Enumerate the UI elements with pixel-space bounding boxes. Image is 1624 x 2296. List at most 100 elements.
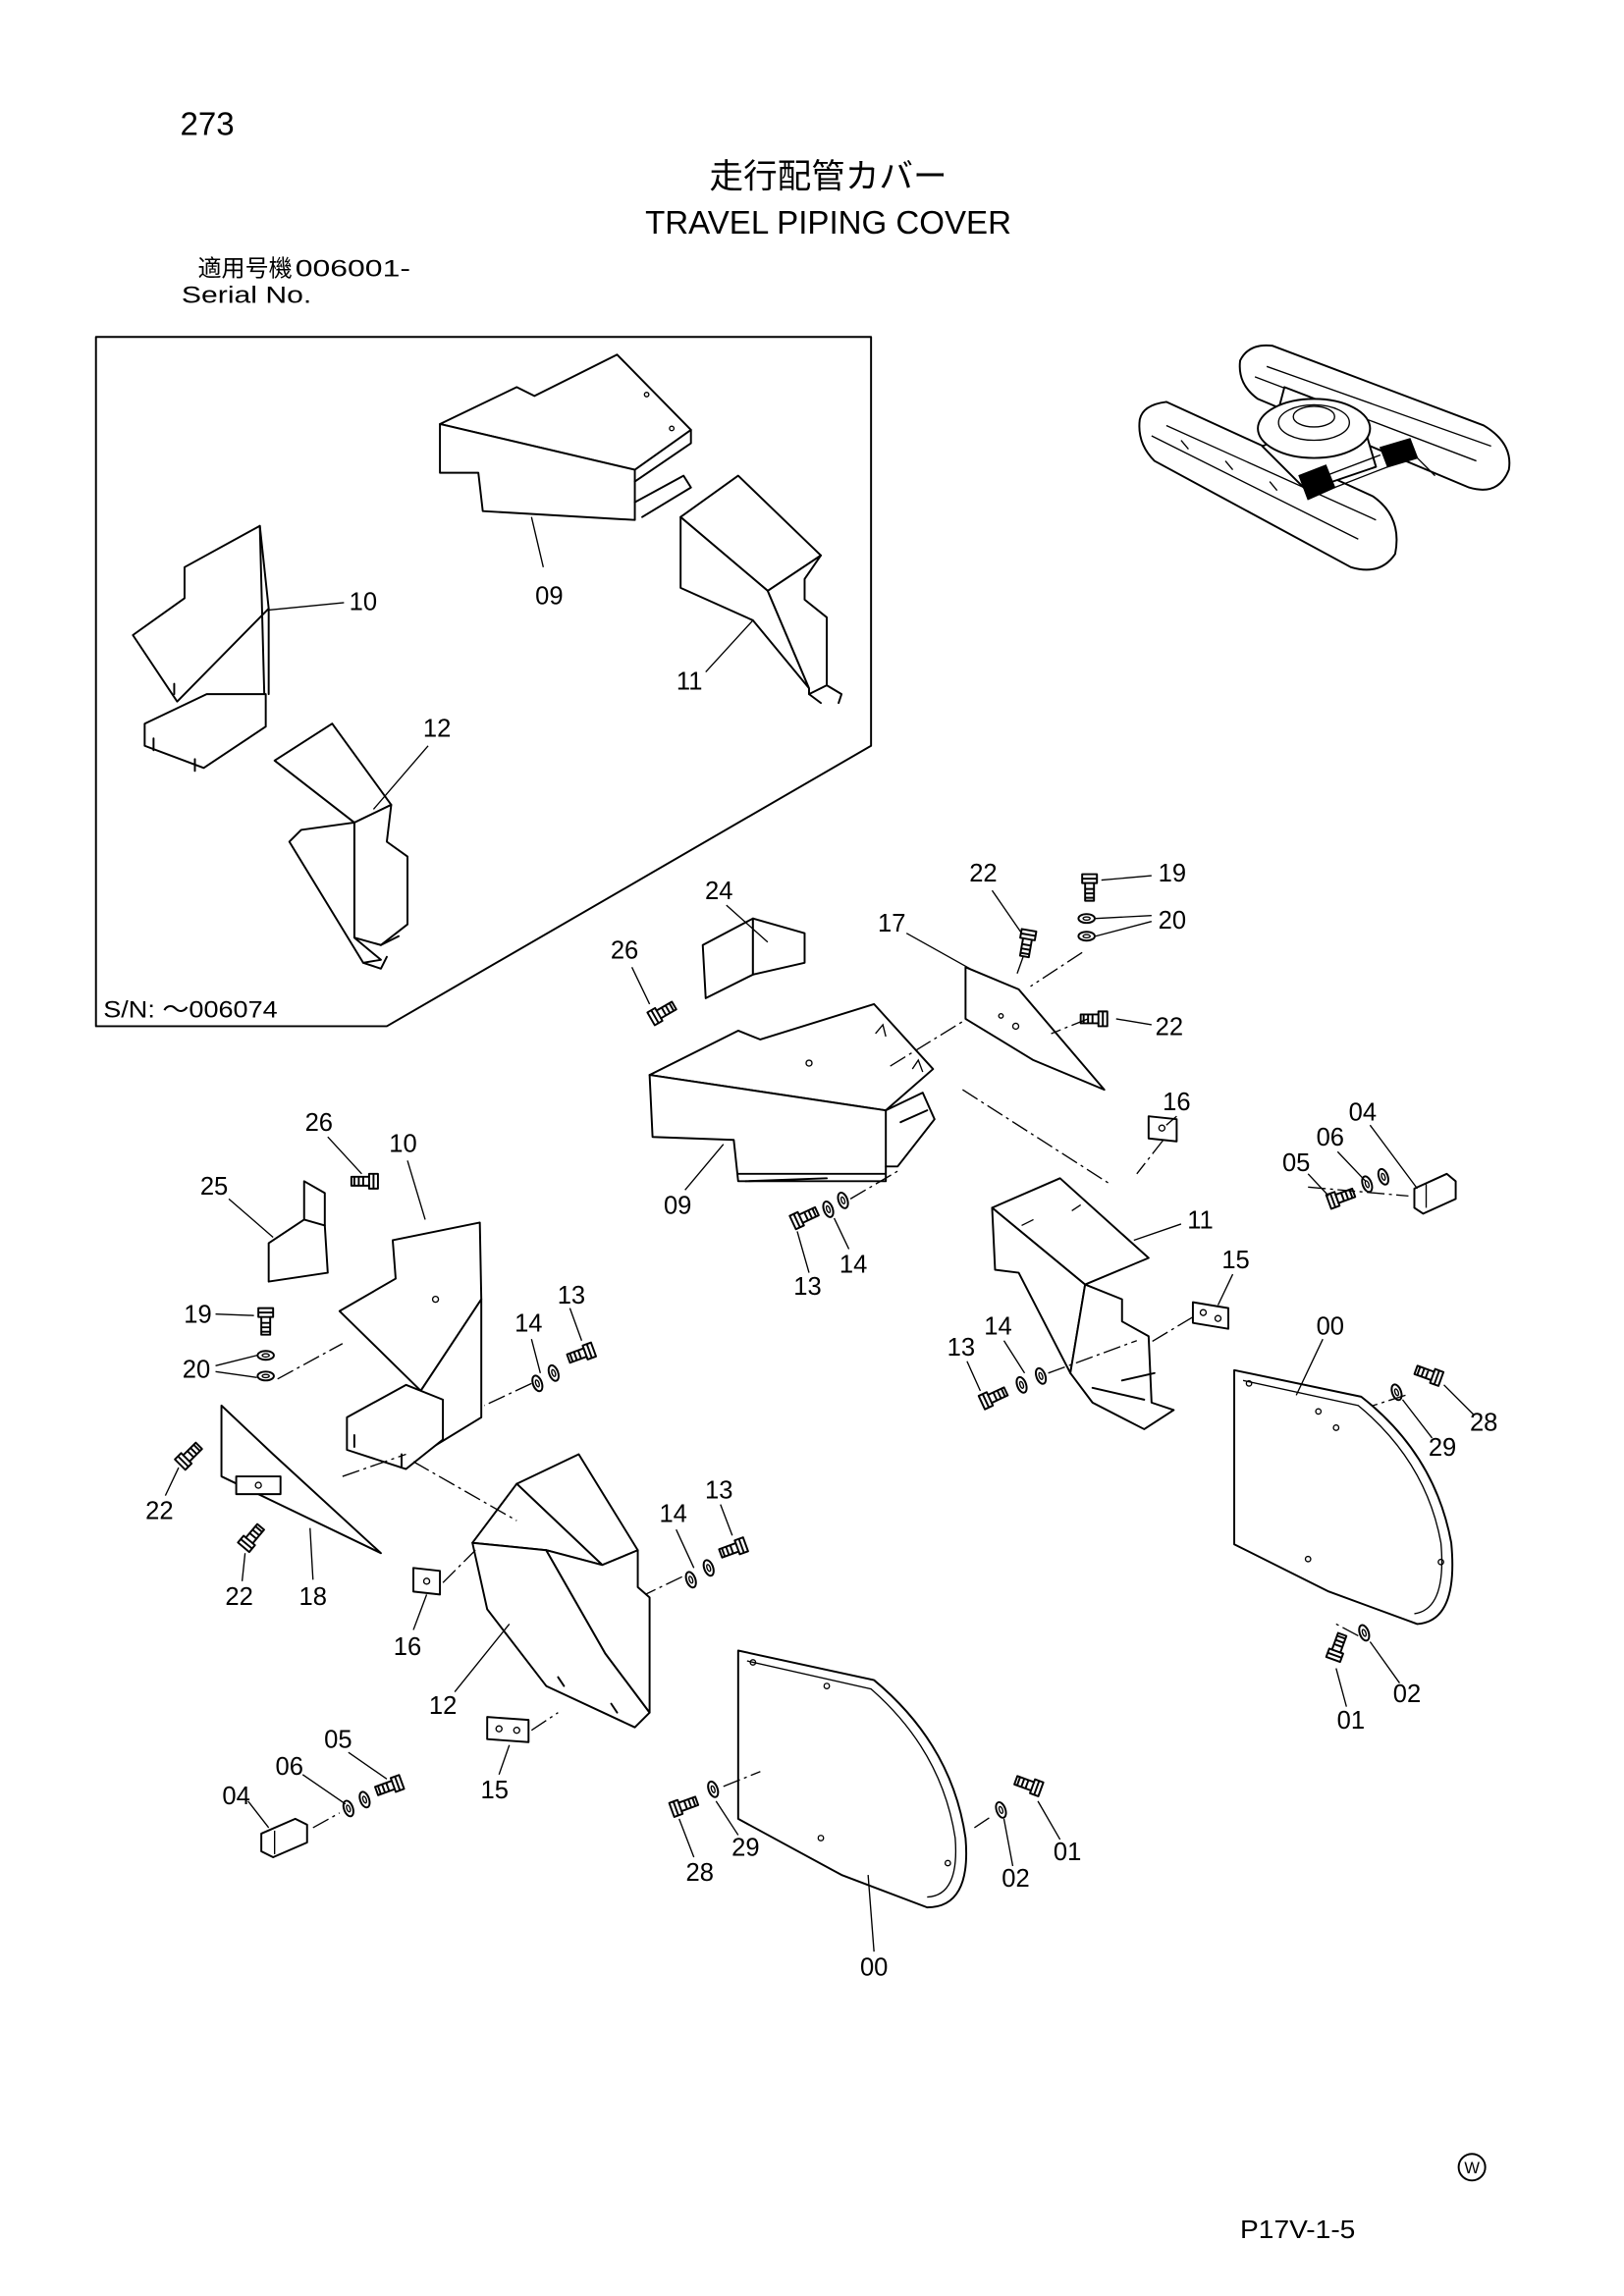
- part-callout: 22: [145, 1498, 173, 1525]
- part-callout: 29: [1429, 1434, 1456, 1462]
- inset-callout: 09: [535, 582, 563, 610]
- washer-14: [1013, 1374, 1030, 1396]
- part-callout: 05: [1282, 1149, 1310, 1177]
- inset-panel: S/N: ～006074 10 09 11: [94, 336, 873, 1028]
- part-callout: 24: [705, 878, 732, 905]
- bolt-22: [1015, 928, 1038, 959]
- page-title-ja: 走行配管カバー: [710, 158, 947, 195]
- part-callout: 15: [481, 1777, 509, 1804]
- inset-bracket-11: [679, 474, 843, 705]
- part-callout: 25: [200, 1173, 228, 1201]
- washer-14: [1033, 1365, 1050, 1387]
- washer-14: [700, 1557, 717, 1578]
- serial-label-en: Serial No.: [182, 283, 311, 309]
- washer-14: [682, 1570, 699, 1590]
- part-callout: 28: [1470, 1409, 1497, 1436]
- part-callout: 04: [222, 1783, 249, 1810]
- bracket-25: [267, 1180, 329, 1283]
- part-callout: 20: [183, 1356, 210, 1383]
- plate-15-upper: [1191, 1301, 1230, 1330]
- bracket-11: [991, 1177, 1175, 1430]
- washer-14: [820, 1199, 837, 1220]
- bolt-26: [350, 1172, 379, 1190]
- part-callout: 29: [731, 1834, 759, 1861]
- cover-00-lower: [736, 1649, 968, 1909]
- part-callout: 16: [1163, 1089, 1190, 1116]
- bolt-13: [717, 1536, 749, 1562]
- bolt-22: [1079, 1010, 1109, 1028]
- part-callout: 14: [984, 1313, 1011, 1341]
- part-callout: 14: [514, 1310, 542, 1338]
- bolt-22: [174, 1439, 205, 1471]
- inset-border: [94, 336, 873, 1028]
- inset-bracket-10: [132, 524, 270, 773]
- inset-callout: 10: [350, 588, 377, 615]
- part-callout: 13: [705, 1477, 732, 1505]
- washer-02: [993, 1799, 1009, 1821]
- part-callout: 16: [394, 1633, 421, 1661]
- logo-mark-letter: W: [1464, 2159, 1480, 2177]
- page-code: P17V-1-5: [1240, 2216, 1355, 2244]
- washer-20: [256, 1350, 275, 1362]
- washer-29: [705, 1779, 722, 1800]
- washer-14: [529, 1373, 546, 1394]
- part-callout: 18: [299, 1583, 327, 1611]
- plate-17: [964, 966, 1106, 1092]
- bracket-24: [701, 917, 806, 999]
- page-number: 273: [180, 106, 234, 142]
- plate-16-lower: [412, 1567, 442, 1596]
- inset-cover-09: [439, 353, 692, 521]
- part-callout: 14: [659, 1501, 686, 1528]
- callout-leader-lines: [164, 875, 1475, 1952]
- part-callout: 26: [305, 1109, 333, 1137]
- washer-20: [256, 1370, 275, 1382]
- part-callout: 00: [860, 1953, 888, 1981]
- washer-20: [1077, 913, 1096, 925]
- part-callout: 26: [611, 936, 638, 964]
- washer-20: [1077, 931, 1096, 942]
- washer-14: [545, 1362, 562, 1384]
- part-callout: 10: [389, 1130, 416, 1157]
- part-callout: 02: [1001, 1865, 1029, 1893]
- bracket-04-lower: [260, 1817, 308, 1858]
- part-callout: 02: [1393, 1681, 1421, 1708]
- assembly-centerlines: [277, 951, 1409, 1829]
- serial-label-ja: 適用号機: [197, 256, 292, 283]
- plate-18: [220, 1404, 382, 1555]
- bolt-01: [1012, 1772, 1045, 1797]
- undercarriage-location-illustration: [1138, 344, 1511, 571]
- bolt-28: [668, 1792, 701, 1818]
- part-callout: 22: [225, 1583, 252, 1611]
- part-callout: 06: [1317, 1124, 1344, 1151]
- part-callout: 09: [664, 1192, 691, 1219]
- part-callout: 05: [324, 1727, 352, 1754]
- bolt-13: [977, 1383, 1010, 1411]
- circled-logo-mark: W: [1457, 2153, 1487, 2182]
- bolt-01: [1325, 1630, 1351, 1664]
- washer-06: [356, 1789, 373, 1810]
- inset-bracket-12: [273, 722, 408, 970]
- part-callout: 13: [947, 1334, 975, 1362]
- part-callout: 19: [1159, 860, 1186, 887]
- bolt-28: [1412, 1362, 1445, 1387]
- washer-14: [835, 1190, 851, 1211]
- bracket-10: [338, 1221, 483, 1470]
- bolt-05: [373, 1774, 406, 1799]
- part-callout: 14: [839, 1252, 867, 1279]
- part-callout: 11: [1187, 1206, 1214, 1234]
- part-callout: 22: [969, 860, 997, 887]
- part-callout: 20: [1159, 907, 1186, 934]
- part-callout: 04: [1349, 1099, 1377, 1127]
- part-callout: 13: [793, 1273, 821, 1301]
- part-callout: 13: [558, 1282, 585, 1309]
- part-callout: 01: [1054, 1839, 1081, 1866]
- bracket-04-upper: [1413, 1172, 1457, 1215]
- part-callout: 22: [1156, 1013, 1183, 1041]
- bolt-19: [1081, 873, 1099, 902]
- part-callout: 19: [184, 1302, 211, 1329]
- inset-callout: 12: [423, 716, 451, 743]
- part-callout: 12: [429, 1692, 457, 1720]
- plate-15-lower: [486, 1716, 530, 1743]
- washer-02: [1356, 1623, 1373, 1643]
